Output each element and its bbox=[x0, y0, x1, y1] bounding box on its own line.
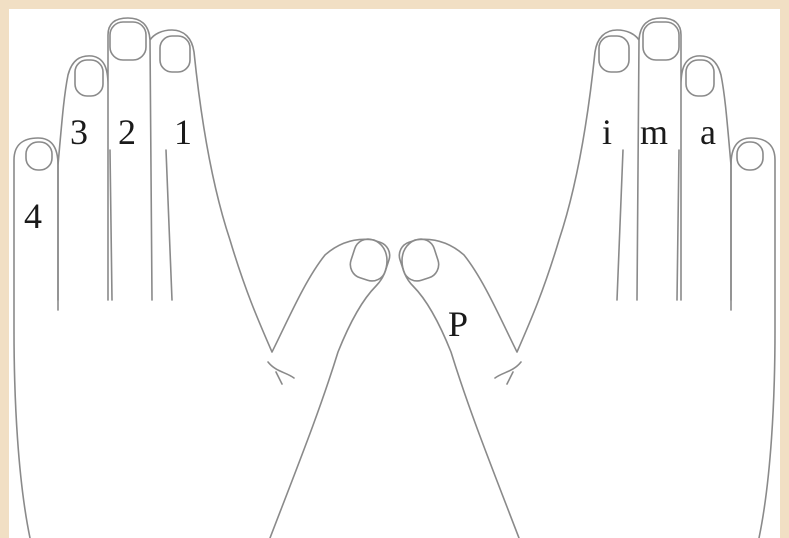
right-finger-label-a: a bbox=[700, 112, 716, 152]
left-hand bbox=[14, 18, 393, 538]
right-nail-m bbox=[643, 22, 679, 60]
right-thumb-label-p: P bbox=[448, 304, 468, 344]
left-finger-label-2: 2 bbox=[118, 112, 136, 152]
right-hand-outline bbox=[402, 18, 775, 538]
left-finger-label-3: 3 bbox=[70, 112, 88, 152]
left-nail-3 bbox=[75, 60, 103, 96]
left-hand-outline bbox=[14, 18, 387, 538]
left-finger-label-1: 1 bbox=[174, 112, 192, 152]
right-hand bbox=[396, 18, 775, 538]
left-finger-crease-3 bbox=[110, 150, 112, 300]
right-finger-crease-i bbox=[617, 150, 623, 300]
right-nail-i bbox=[599, 36, 629, 72]
right-nail-a bbox=[686, 60, 714, 96]
left-thumb-crease bbox=[268, 362, 294, 378]
right-thumb-crease bbox=[495, 362, 521, 378]
left-nail-4 bbox=[26, 142, 52, 170]
right-finger-crease-m bbox=[677, 150, 679, 300]
left-nail-2 bbox=[110, 22, 146, 60]
right-nail-pinky bbox=[737, 142, 763, 170]
left-thumb-crease-2 bbox=[276, 372, 282, 384]
right-finger-label-m: m bbox=[640, 112, 668, 152]
right-finger-label-i: i bbox=[602, 112, 612, 152]
left-finger-label-4: 4 bbox=[24, 196, 42, 236]
right-thumb-crease-2 bbox=[507, 372, 513, 384]
left-nail-1 bbox=[160, 36, 190, 72]
left-finger-crease-2 bbox=[166, 150, 172, 300]
